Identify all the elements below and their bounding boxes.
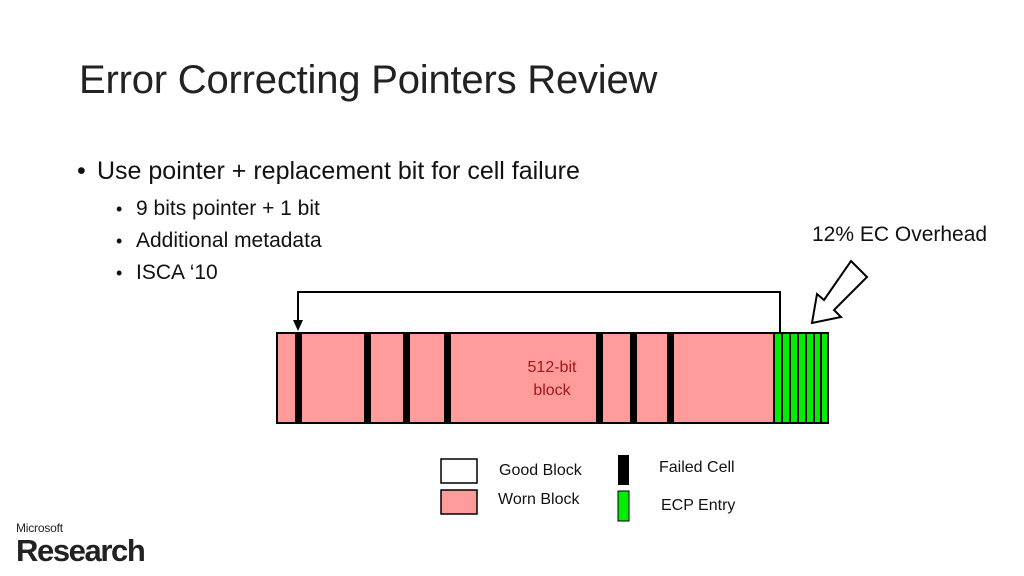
bullet-sub-2: • Additional metadata	[116, 229, 322, 253]
failed-cell	[403, 334, 410, 422]
pointer-arrow-line	[297, 291, 781, 334]
failed-cell	[364, 334, 371, 422]
bullet-sub-1-text: 9 bits pointer + 1 bit	[136, 197, 320, 220]
failed-cells	[295, 334, 674, 422]
legend-ecp-label: ECP Entry	[661, 497, 736, 514]
legend-worn-swatch	[440, 489, 478, 515]
pointer-arrow-head	[293, 320, 303, 331]
legend-ecp-swatch	[617, 490, 630, 522]
bullet-sub-3-text: ISCA ‘10	[136, 261, 218, 284]
block-label-line1: 512-bit	[528, 359, 577, 376]
legend-worn-label: Worn Block	[498, 491, 580, 508]
slide-title: Error Correcting Pointers Review	[79, 58, 658, 102]
failed-cell	[667, 334, 674, 422]
worn-block	[276, 332, 775, 424]
bullet-dot: •	[77, 157, 86, 185]
bullet-main-text: Use pointer + replacement bit for cell f…	[97, 157, 580, 185]
legend-good-swatch	[440, 458, 478, 484]
bullet-main: • Use pointer + replacement bit for cell …	[77, 157, 580, 186]
bullet-dot: •	[116, 263, 123, 283]
bullet-sub-1: • 9 bits pointer + 1 bit	[116, 197, 320, 221]
failed-cell	[630, 334, 637, 422]
logo-top-text: Microsoft	[16, 521, 63, 535]
ecp-entries	[773, 332, 829, 424]
failed-cell	[596, 334, 603, 422]
legend-failed-label: Failed Cell	[659, 459, 735, 476]
pointer-arrow-icon	[293, 291, 781, 334]
microsoft-research-logo: Microsoft Research	[16, 521, 146, 568]
legend-good-label: Good Block	[499, 462, 582, 479]
failed-cell	[295, 334, 302, 422]
bullet-dot: •	[116, 231, 123, 251]
bullet-sub-3: • ISCA ‘10	[116, 261, 218, 285]
block-label-line2: block	[533, 382, 571, 399]
logo-bottom-text: Research	[16, 533, 146, 568]
hollow-arrow-icon	[810, 259, 869, 325]
bullet-dot: •	[116, 199, 123, 219]
bullet-sub-2-text: Additional metadata	[136, 229, 322, 252]
legend-failed-swatch	[618, 455, 629, 485]
failed-cell	[444, 334, 451, 422]
overhead-label: 12% EC Overhead	[812, 223, 988, 246]
